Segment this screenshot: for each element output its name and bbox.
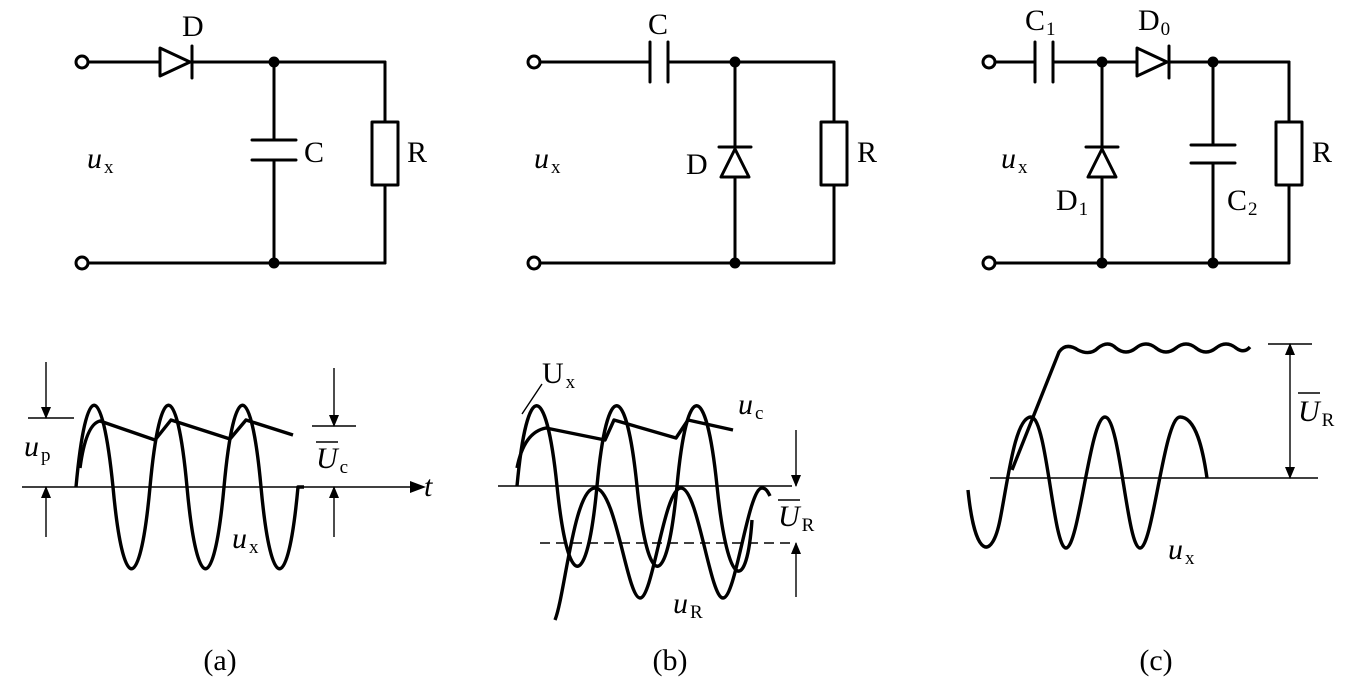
resistor-symbol [819,120,849,187]
capacitor-c1-symbol [1033,40,1055,84]
junction-node [729,257,741,269]
input-terminal-bottom [981,255,997,271]
diode-label: D [686,148,708,181]
resistor-symbol [1274,120,1304,187]
amplitude-leader [521,383,543,415]
wires [86,60,387,265]
resistor-symbol [370,120,400,187]
diode-d1-symbol [1084,145,1120,179]
capacitor-voltage-curve [78,418,294,469]
diode-label: D [182,10,204,43]
junction-node [729,56,741,68]
input-terminal-top [74,54,90,70]
time-axis-label: t [424,470,433,503]
input-terminal-top [981,54,997,70]
capacitor-label: C [304,136,324,169]
resistor-label: R [407,136,427,169]
diode-symbol [717,145,753,179]
wires [993,60,1291,265]
capacitor-label: C [648,8,668,41]
junction-node [1207,257,1219,269]
output-sine-wave [553,486,772,621]
resistor-label: R [857,136,877,169]
input-terminal-bottom [526,255,542,271]
input-terminal-top [526,54,542,70]
resistor-label: R [1312,136,1332,169]
caption-b: (b) [653,644,688,677]
junction-node [1207,56,1219,68]
diode-symbol [158,44,194,80]
capacitor-symbol [250,138,298,162]
caption-c: (c) [1139,644,1172,677]
capacitor-symbol [648,40,670,84]
diode-d0-label: D0 [1138,4,1170,40]
diode-d1-label: D1 [1056,184,1088,220]
junction-node [268,56,280,68]
wires [538,60,836,265]
input-terminal-bottom [74,255,90,271]
output-voltage-curve [1010,342,1252,471]
input-sine-wave [966,415,1209,550]
caption-a: (a) [203,644,236,677]
input-sine-wave [74,403,304,571]
diode-d0-symbol [1135,44,1171,80]
junction-node [1096,257,1108,269]
capacitor-c1-label: C1 [1025,4,1056,40]
capacitor-voltage-curve [515,418,734,469]
capacitor-c2-label: C2 [1227,184,1258,220]
capacitor-c2-symbol [1189,143,1237,165]
time-axis-arrowhead [410,481,426,493]
junction-node [1096,56,1108,68]
input-sine-wave [515,404,754,573]
junction-node [268,257,280,269]
